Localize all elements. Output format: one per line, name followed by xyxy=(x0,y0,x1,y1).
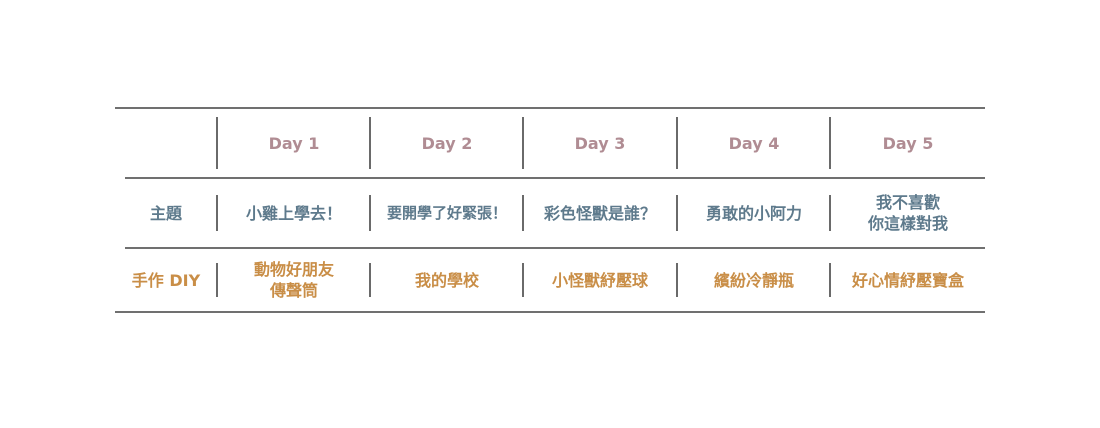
column-divider xyxy=(522,117,524,169)
column-divider xyxy=(216,117,218,169)
theme-day-2: 要開學了好緊張！ xyxy=(386,203,507,222)
column-divider xyxy=(676,263,678,297)
theme-day-5: 我不喜歡 你這樣對我 xyxy=(867,193,948,233)
header-day-2: Day 2 xyxy=(421,133,473,153)
diy-row: 手作 DIY 動物好朋友 傳聲筒 我的學校 小怪獸紓壓球 繽紛冷靜瓶 好心情紓壓… xyxy=(115,255,985,305)
column-divider xyxy=(829,263,831,297)
header-day-5: Day 5 xyxy=(882,133,934,153)
header-corner xyxy=(115,117,217,169)
column-divider xyxy=(369,117,371,169)
diy-day-1: 動物好朋友 傳聲筒 xyxy=(253,260,334,300)
diy-day-2: 我的學校 xyxy=(414,270,479,290)
diy-day-5: 好心情紓壓寶盒 xyxy=(851,270,964,290)
header-divider xyxy=(125,177,985,179)
column-divider xyxy=(522,195,524,231)
header-day-4: Day 4 xyxy=(728,133,780,153)
column-divider xyxy=(676,117,678,169)
theme-day-1: 小雞上學去！ xyxy=(245,203,342,223)
column-divider xyxy=(369,263,371,297)
diy-row-label: 手作 DIY xyxy=(131,270,201,290)
column-divider xyxy=(829,117,831,169)
header-day-1: Day 1 xyxy=(268,133,320,153)
column-divider xyxy=(216,263,218,297)
diy-day-4: 繽紛冷靜瓶 xyxy=(713,270,794,290)
theme-row: 主題 小雞上學去！ 要開學了好緊張！ 彩色怪獸是誰？ 勇敢的小阿力 我不喜歡 你… xyxy=(115,187,985,239)
theme-row-label: 主題 xyxy=(149,203,182,223)
header-day-3: Day 3 xyxy=(574,133,626,153)
column-divider xyxy=(216,195,218,231)
schedule-table: Day 1 Day 2 Day 3 Day 4 Day 5 主題 小雞上學去！ … xyxy=(115,107,985,313)
table-bottom-rule xyxy=(115,311,985,313)
diy-day-3: 小怪獸紓壓球 xyxy=(551,270,648,290)
column-divider xyxy=(676,195,678,231)
theme-day-3: 彩色怪獸是誰？ xyxy=(543,203,656,223)
column-divider xyxy=(369,195,371,231)
table-top-rule xyxy=(115,107,985,109)
theme-day-4: 勇敢的小阿力 xyxy=(705,203,802,223)
theme-divider xyxy=(125,247,985,249)
column-divider xyxy=(829,195,831,231)
column-divider xyxy=(522,263,524,297)
header-row: Day 1 Day 2 Day 3 Day 4 Day 5 xyxy=(115,117,985,169)
